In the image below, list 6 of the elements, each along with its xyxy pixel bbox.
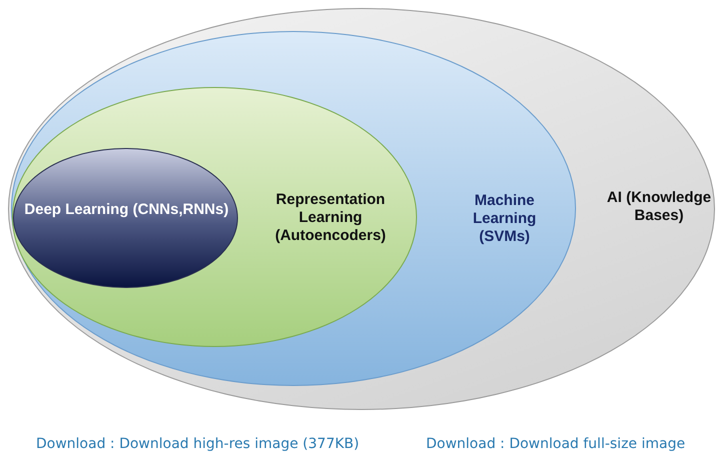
ellipse-label: AI (Knowledge Bases): [606, 189, 712, 225]
ellipse-label: Machine Learning (SVMs): [472, 192, 538, 246]
ellipse-label: Representation Learning (Autoencoders): [274, 191, 387, 245]
download-link: Download : Download high-res image (377KB): [36, 436, 360, 452]
ellipse-label: Deep Learning (CNNs,RNNs): [23, 201, 230, 219]
download-link: Download : Download full-size image: [426, 436, 686, 452]
